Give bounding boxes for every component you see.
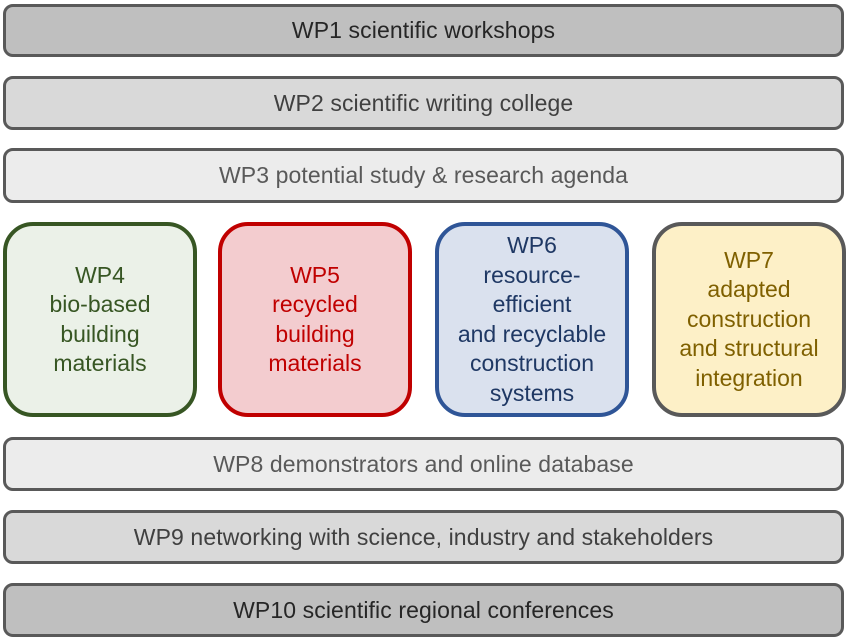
wp8-label: WP8 demonstrators and online database <box>213 450 634 477</box>
wp4-line: materials <box>53 350 147 376</box>
wp2-bar: WP2 scientific writing college <box>3 76 844 130</box>
wp5-line: materials <box>268 350 362 376</box>
wp7-line: WP7 <box>724 246 774 273</box>
wp4-line: WP4 <box>75 261 125 288</box>
wp4-line: building <box>60 320 140 347</box>
wp6-line: resource- <box>483 261 581 288</box>
wp6-line: and recyclable <box>457 320 607 347</box>
wp6-line: construction <box>469 350 594 376</box>
wp6-box: WP6 resource- efficient and recyclable c… <box>435 222 629 417</box>
wp9-label: WP9 networking with science, industry an… <box>133 523 714 550</box>
wp4-box: WP4 bio-based building materials <box>3 222 197 417</box>
wp5-line: recycled <box>272 291 358 317</box>
wp7-line: construction <box>686 305 811 332</box>
wp7-box: WP7 adapted construction and structural … <box>652 222 846 417</box>
wp6-line: efficient <box>492 291 572 317</box>
wp5-line: building <box>275 320 355 347</box>
wp6-line: systems <box>489 379 575 406</box>
wp10-label: WP10 scientific regional conferences <box>233 596 614 623</box>
wp5-line: WP5 <box>290 261 340 288</box>
wp6-line: WP6 <box>507 232 557 258</box>
wp8-bar: WP8 demonstrators and online database <box>3 437 844 491</box>
wp10-bar: WP10 scientific regional conferences <box>3 583 844 637</box>
wp3-bar: WP3 potential study & research agenda <box>3 148 844 203</box>
wp4-line: bio-based <box>49 291 151 317</box>
wp7-line: integration <box>695 364 803 391</box>
wp7-line: adapted <box>707 276 791 303</box>
wp5-box: WP5 recycled building materials <box>218 222 412 417</box>
wp3-label: WP3 potential study & research agenda <box>219 162 628 188</box>
wp2-label: WP2 scientific writing college <box>273 89 574 116</box>
wp1-bar: WP1 scientific workshops <box>3 4 844 57</box>
wp1-label: WP1 scientific workshops <box>291 17 556 43</box>
wp9-bar: WP9 networking with science, industry an… <box>3 510 844 564</box>
wp7-line: and structural <box>679 335 819 362</box>
